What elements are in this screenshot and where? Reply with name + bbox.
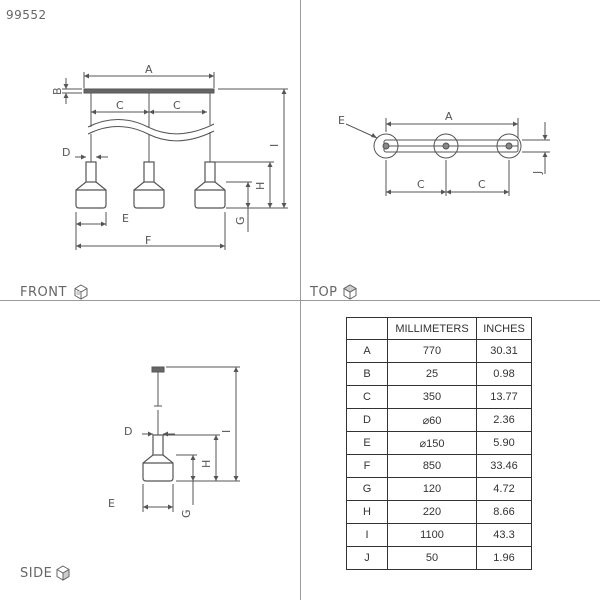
side-label-i: I [220,430,233,433]
top-disc-right [496,133,522,159]
front-wave-bottom [87,126,215,142]
row-key: G [346,477,388,501]
horizontal-divider [0,300,600,301]
row-in: 4.72 [476,477,532,501]
row-in: 8.66 [476,500,532,524]
front-wave-top [87,119,215,135]
row-in: 43.3 [476,523,532,547]
front-label-d: D [62,146,70,159]
row-mm: 350 [387,385,477,409]
side-label-d: D [124,425,132,438]
row-mm: 770 [387,339,477,363]
front-label-c2: C [173,99,181,112]
cube-top-icon [343,284,357,300]
row-mm: ⌀60 [387,408,477,432]
side-label-g: G [180,509,193,518]
row-key: H [346,500,388,524]
row-mm: 220 [387,500,477,524]
row-in: 13.77 [476,385,532,409]
table-header-key [346,317,388,340]
row-key: E [346,431,388,455]
cube-side-icon [56,565,70,581]
row-key: F [346,454,388,478]
side-canopy [151,366,165,373]
table-header-inches: INCHES [476,317,532,340]
row-in: 30.31 [476,339,532,363]
row-key: A [346,339,388,363]
front-lamp-right [194,161,226,209]
row-key: J [346,546,388,570]
row-mm: ⌀150 [387,431,477,455]
side-view-label: SIDE [20,566,53,581]
side-label-e: E [108,497,115,510]
row-mm: 120 [387,477,477,501]
side-view-drawing: D E G H I [108,366,240,518]
top-label-e: E [338,114,345,127]
row-in: 5.90 [476,431,532,455]
row-mm: 50 [387,546,477,570]
side-lamp [142,434,174,482]
front-canopy-bar [83,88,215,94]
row-in: 1.96 [476,546,532,570]
top-view-drawing: A C C E J [338,110,550,196]
row-in: 33.46 [476,454,532,478]
front-lamp-left [75,161,107,209]
cube-front-icon [74,284,88,300]
row-mm: 25 [387,362,477,386]
top-disc-left [373,133,399,159]
front-label-h: H [254,182,267,190]
row-key: B [346,362,388,386]
row-key: D [346,408,388,432]
front-label-a: A [145,63,153,76]
product-code: 99552 [6,8,47,22]
front-label-c1: C [116,99,124,112]
row-key: I [346,523,388,547]
table-header-millimeters: MILLIMETERS [387,317,477,340]
row-mm: 850 [387,454,477,478]
top-view-label: TOP [310,285,338,300]
front-view-drawing: A B C C D E F G H I [51,63,288,250]
side-label-h: H [200,460,213,468]
front-lamp-middle [133,161,165,209]
top-disc-middle [433,133,459,159]
row-in: 0.98 [476,362,532,386]
top-label-a: A [445,110,453,123]
front-view-label: FRONT [20,285,67,300]
top-label-c2: C [478,178,486,191]
front-label-f: F [145,234,151,247]
table-header-row: MILLIMETERS INCHES [346,317,532,340]
row-key: C [346,385,388,409]
front-label-i: I [268,144,281,147]
front-label-g: G [234,216,247,225]
top-label-j: J [531,171,544,175]
front-label-b: B [51,87,64,95]
top-label-c1: C [417,178,425,191]
row-mm: 1100 [387,523,477,547]
front-label-e: E [122,212,129,225]
row-in: 2.36 [476,408,532,432]
